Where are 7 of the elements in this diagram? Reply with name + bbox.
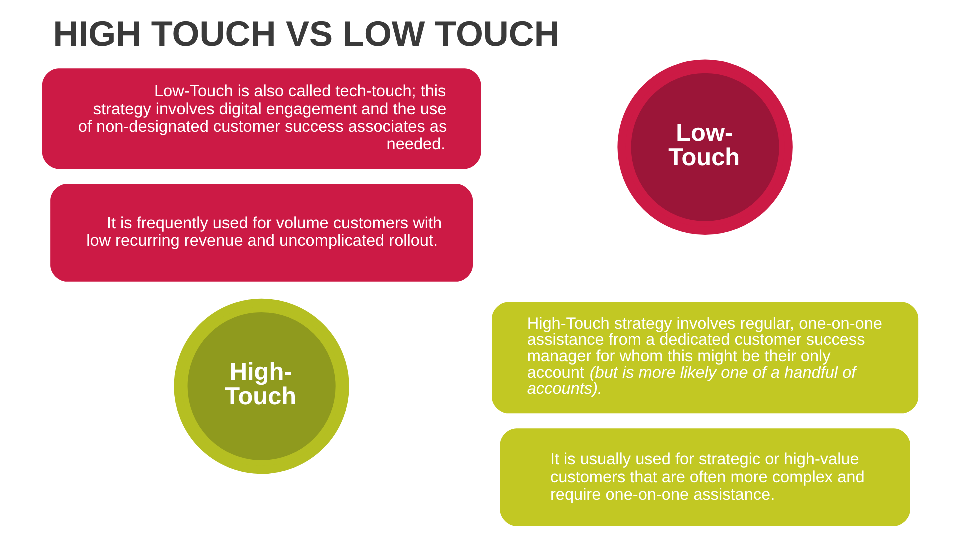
node-circle: High-Touch [174, 298, 349, 474]
diagram-title: HIGH TOUCH VS LOW TOUCH [52, 14, 560, 54]
node-box: High-Touch strategy involves regular, one-on-one assistance from a dedicated customer success manager for whom this might be their only account (but is more likely one of a handful of accounts). [492, 302, 918, 414]
node-box: It is frequently used for volume customers with low recurring revenue and uncomplicated rollout. [50, 184, 473, 282]
node-box: It is usually used for strategic or high-value customers that are often more complex and require one-on-one assistance. [500, 428, 910, 526]
node-box: Low-Touch is also called tech-touch; this strategy involves digital engagement and the use of non-designated customer success associates as needed. [42, 68, 481, 170]
node-circle: Low-Touch [617, 60, 792, 236]
